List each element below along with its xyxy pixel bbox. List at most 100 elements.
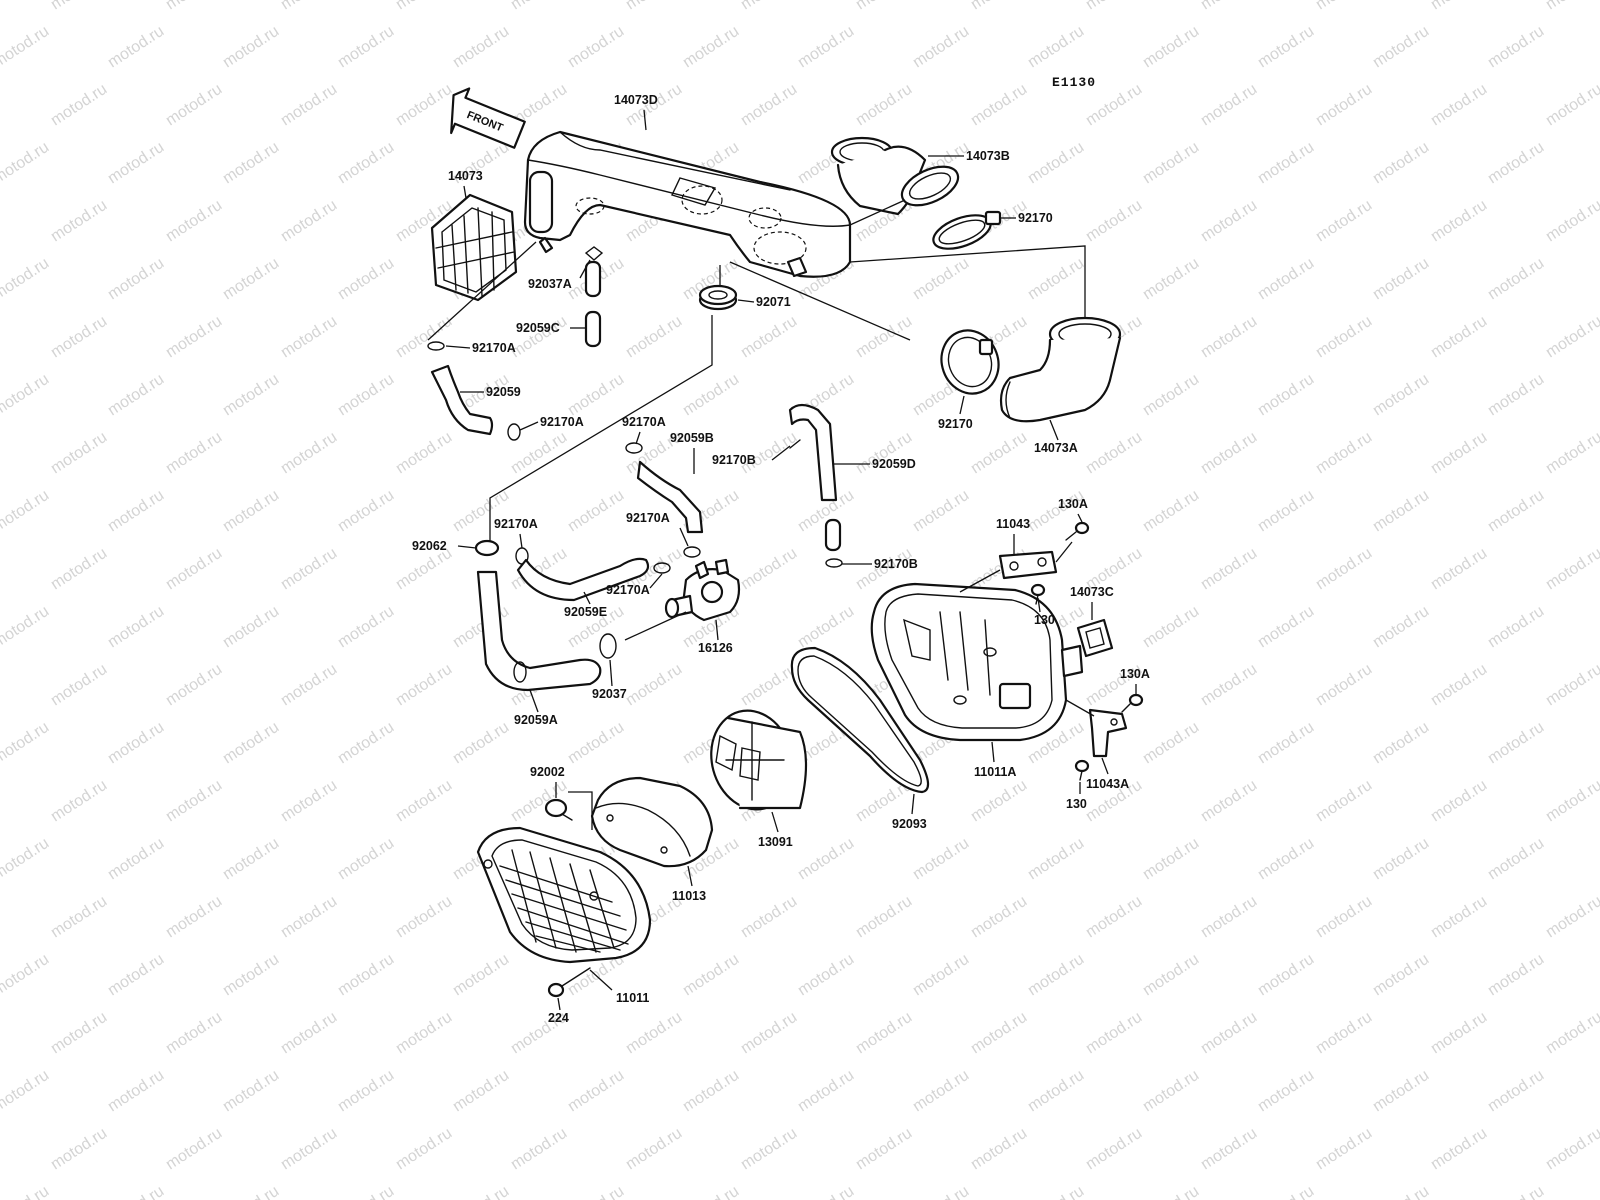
grille-icon [499,849,629,953]
watermark-text: motod.ru [1198,429,1260,478]
watermark-text: motod.ru [1370,1183,1432,1200]
hose-92059 [430,364,494,436]
watermark-text: motod.ru [1428,197,1490,246]
watermark-text: motod.ru [1025,1067,1087,1116]
watermark-text: motod.ru [48,1125,110,1174]
watermark-text: motod.ru [393,81,455,130]
screw-224 [547,967,591,998]
watermark-text: motod.ru [335,371,397,420]
watermark-text: motod.ru [910,1183,972,1200]
watermark-text: motod.ru [48,81,110,130]
watermark-text: motod.ru [1198,0,1260,13]
watermark-text: motod.ru [220,835,282,884]
watermark-text: motod.ru [220,23,282,72]
watermark-text: motod.ru [1485,603,1547,652]
watermark-text: motod.ru [0,835,52,884]
watermark-text: motod.ru [968,81,1030,130]
label-92170A-2: 92170A [540,415,584,429]
watermark-text: motod.ru [1140,835,1202,884]
watermark-text: motod.ru [450,719,512,768]
watermark-text: motod.ru [738,1009,800,1058]
watermark-text: motod.ru [278,1009,340,1058]
hose-92059A [476,570,602,692]
watermark-text: motod.ru [1025,139,1087,188]
watermark-text: motod.ru [335,603,397,652]
watermark-text: motod.ru [795,951,857,1000]
air-cleaner-case-11011A [870,582,1084,742]
watermark-text: motod.ru [738,313,800,362]
watermark-text: motod.ru [163,1125,225,1174]
bolt-130A-1 [1065,521,1090,541]
watermark-text: motod.ru [0,371,52,420]
watermark-text: motod.ru [853,1009,915,1058]
watermark-text: motod.ru [163,893,225,942]
watermark-text: motod.ru [853,893,915,942]
bolt-130-1 [1030,583,1046,605]
label-14073A: 14073A [1034,441,1078,455]
label-14073: 14073 [448,169,483,183]
part-labels: 14073D 14073 14073B 92170 92037A 92071 9… [412,93,1150,1025]
watermark-text: motod.ru [0,139,52,188]
clip-92170A-6 [683,546,701,558]
watermark-text: motod.ru [1083,197,1145,246]
watermark-text: motod.ru [738,893,800,942]
watermark-text: motod.ru [1485,719,1547,768]
watermark-text: motod.ru [1255,139,1317,188]
watermark-text: motod.ru [738,661,800,710]
watermark-text: motod.ru [1543,429,1600,478]
watermark-text: motod.ru [1140,603,1202,652]
watermark-text: motod.ru [220,139,282,188]
watermark-text: motod.ru [565,1183,627,1200]
gasket-92093 [790,646,930,794]
watermark-text: motod.ru [220,951,282,1000]
clip-92170B-2 [825,558,843,568]
watermark-text: motod.ru [1313,0,1375,13]
watermark-text: motod.ru [910,487,972,536]
watermark-text: motod.ru [795,603,857,652]
watermark-text: motod.ru [1428,1125,1490,1174]
watermark-text: motod.ru [1198,545,1260,594]
watermark-text: motod.ru [1255,951,1317,1000]
watermark-text: motod.ru [1313,313,1375,362]
watermark-text: motod.ru [680,1183,742,1200]
label-130-1: 130 [1034,613,1055,627]
watermark-text: motod.ru [278,313,340,362]
watermark-text: motod.ru [450,1183,512,1200]
watermark-text: motod.ru [565,487,627,536]
watermark-text: motod.ru [163,429,225,478]
watermark-text: motod.ru [220,371,282,420]
watermark-text: motod.ru [565,371,627,420]
watermark-text: motod.ru [1313,545,1375,594]
watermark-text: motod.ru [1255,719,1317,768]
screw-92002 [544,798,573,821]
watermark-text: motod.ru [1370,255,1432,304]
watermark-text: motod.ru [1255,1183,1317,1200]
watermark-text: motod.ru [105,487,167,536]
watermark-text: motod.ru [1313,197,1375,246]
label-92059C: 92059C [516,321,560,335]
watermark-text: motod.ru [393,429,455,478]
watermark-text: motod.ru [105,255,167,304]
watermark-text: motod.ru [163,0,225,13]
watermark-text: motod.ru [105,951,167,1000]
watermark-text: motod.ru [968,1125,1030,1174]
watermark-text: motod.ru [910,255,972,304]
watermark-text: motod.ru [1255,371,1317,420]
watermark-text: motod.ru [795,23,857,72]
diagram-code: E1130 [1052,75,1096,90]
watermark-text: motod.ru [968,0,1030,13]
watermark-text: motod.ru [0,1067,52,1116]
watermark-text: motod.ru [163,661,225,710]
bolt-130-2 [1074,759,1090,781]
watermark-text: motod.ru [278,81,340,130]
watermark-text: motod.ru [0,1183,52,1200]
watermark-text: motod.ru [1428,0,1490,13]
watermark-text: motod.ru [853,1125,915,1174]
label-92037: 92037 [592,687,627,701]
bracket-11043A [1088,708,1128,758]
watermark-text: motod.ru [508,1125,570,1174]
label-16126: 16126 [698,641,733,655]
watermark-text: motod.ru [853,81,915,130]
watermark-text: motod.ru [335,1067,397,1116]
watermark-text: motod.ru [1140,487,1202,536]
